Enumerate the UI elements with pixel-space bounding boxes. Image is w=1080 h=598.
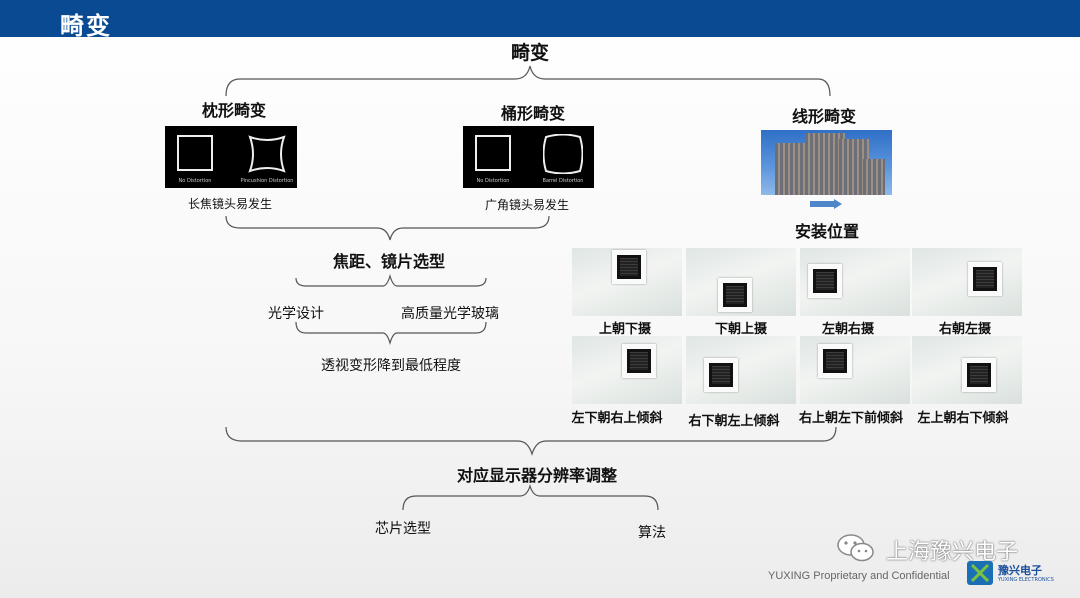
install-thumbnail [686,248,796,316]
focal-title: 焦距、镜片选型 [332,252,446,271]
barrel-comparison-image: No Distortion Barrel Distortion [463,126,594,188]
display-right: 算法 [638,525,666,541]
position-label: 右下朝左上倾斜 [688,414,780,429]
install-thumbnail [800,248,910,316]
position-label: 左朝右摄 [821,322,875,337]
wechat-icon [837,534,874,562]
install-thumbnail [912,248,1022,316]
building-photo [761,130,892,195]
panel-caption: No Distortion [178,178,212,184]
barrel-title: 桶形畸变 [500,104,566,123]
pincushion-comparison-image: No Distortion Pincushion Distortion [165,126,297,188]
company-logo-icon [967,561,993,585]
panel-caption: No Distortion [476,178,510,184]
position-label: 左上朝右下倾斜 [917,411,1009,426]
install-thumbnail [572,248,682,316]
optics-result: 透视变形降到最低程度 [321,358,461,374]
barrel-note: 广角镜头易发生 [484,198,570,212]
company-logo-text: 豫兴电子 [998,564,1042,577]
position-label: 上朝下摄 [598,322,652,337]
install-title: 安装位置 [794,222,860,241]
confidential-text: YUXING Proprietary and Confidential [768,570,950,582]
slide-title: 畸变 [60,11,112,40]
position-label: 左下朝右上倾斜 [571,411,663,426]
panel-caption: Pincushion Distortion [240,178,294,184]
header-bar [0,0,1080,37]
position-label: 下朝上摄 [714,322,768,337]
main-title: 畸变 [510,42,550,64]
watermark-text: 上海豫兴电子 [886,540,1019,565]
position-label: 右上朝左下前倾斜 [798,411,904,426]
barrel-square [543,134,583,174]
display-title: 对应显示器分辨率调整 [456,466,618,485]
company-logo-subtext: YUXING ELECTRONICS [998,577,1054,583]
pincushion-square [248,135,286,173]
pincushion-title: 枕形畸变 [201,101,267,120]
no-distortion-square [177,135,213,171]
optics-right: 高质量光学玻璃 [401,306,499,322]
pincushion-note: 长焦镜头易发生 [187,197,273,211]
panel-caption: Barrel Distortion [542,178,584,184]
optics-left: 光学设计 [268,306,324,322]
install-thumbnail [572,336,682,404]
display-left: 芯片选型 [375,521,431,537]
arrow-down-icon [810,199,842,209]
install-thumbnail [800,336,910,404]
position-label: 右朝左摄 [938,322,992,337]
install-thumbnail [686,336,796,404]
install-thumbnail [912,336,1022,404]
linear-title: 线形畸变 [791,107,857,126]
no-distortion-square [475,135,511,171]
